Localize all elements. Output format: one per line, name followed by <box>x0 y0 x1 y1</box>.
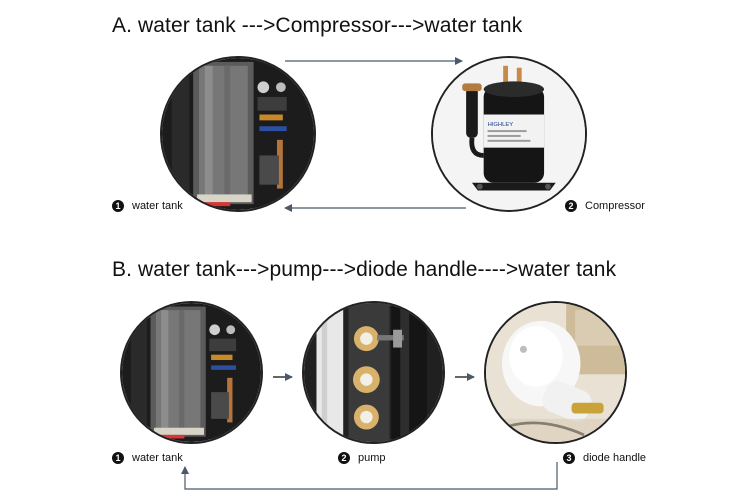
label-text: pump <box>358 452 386 464</box>
label-diode-handle: 3 diode handle <box>563 452 646 464</box>
step-number: 1 <box>112 200 124 212</box>
label-compressor: 2 Compressor <box>565 200 645 212</box>
step-number: 3 <box>563 452 575 464</box>
water-tank-photo-b <box>120 301 263 444</box>
label-pump: 2 pump <box>338 452 386 464</box>
label-text: water tank <box>132 452 183 464</box>
section-a-title: A. water tank --->Compressor--->water ta… <box>112 14 523 37</box>
compressor-brand: HIGHLEY <box>488 122 514 128</box>
compressor-photo: HIGHLEY <box>431 56 587 212</box>
step-number: 2 <box>565 200 577 212</box>
step-number: 1 <box>112 452 124 464</box>
pump-photo <box>302 301 445 444</box>
label-water-tank-a: 1 water tank <box>112 200 183 212</box>
water-tank-photo-a <box>160 56 316 212</box>
label-water-tank-b: 1 water tank <box>112 452 183 464</box>
diode-handle-photo <box>484 301 627 444</box>
arrow-handle-to-tank <box>181 462 558 490</box>
label-text: diode handle <box>583 452 647 464</box>
section-b-title: B. water tank--->pump--->diode handle---… <box>112 258 617 281</box>
step-number: 2 <box>338 452 350 464</box>
label-text: Compressor <box>585 200 645 212</box>
label-text: water tank <box>132 200 183 212</box>
